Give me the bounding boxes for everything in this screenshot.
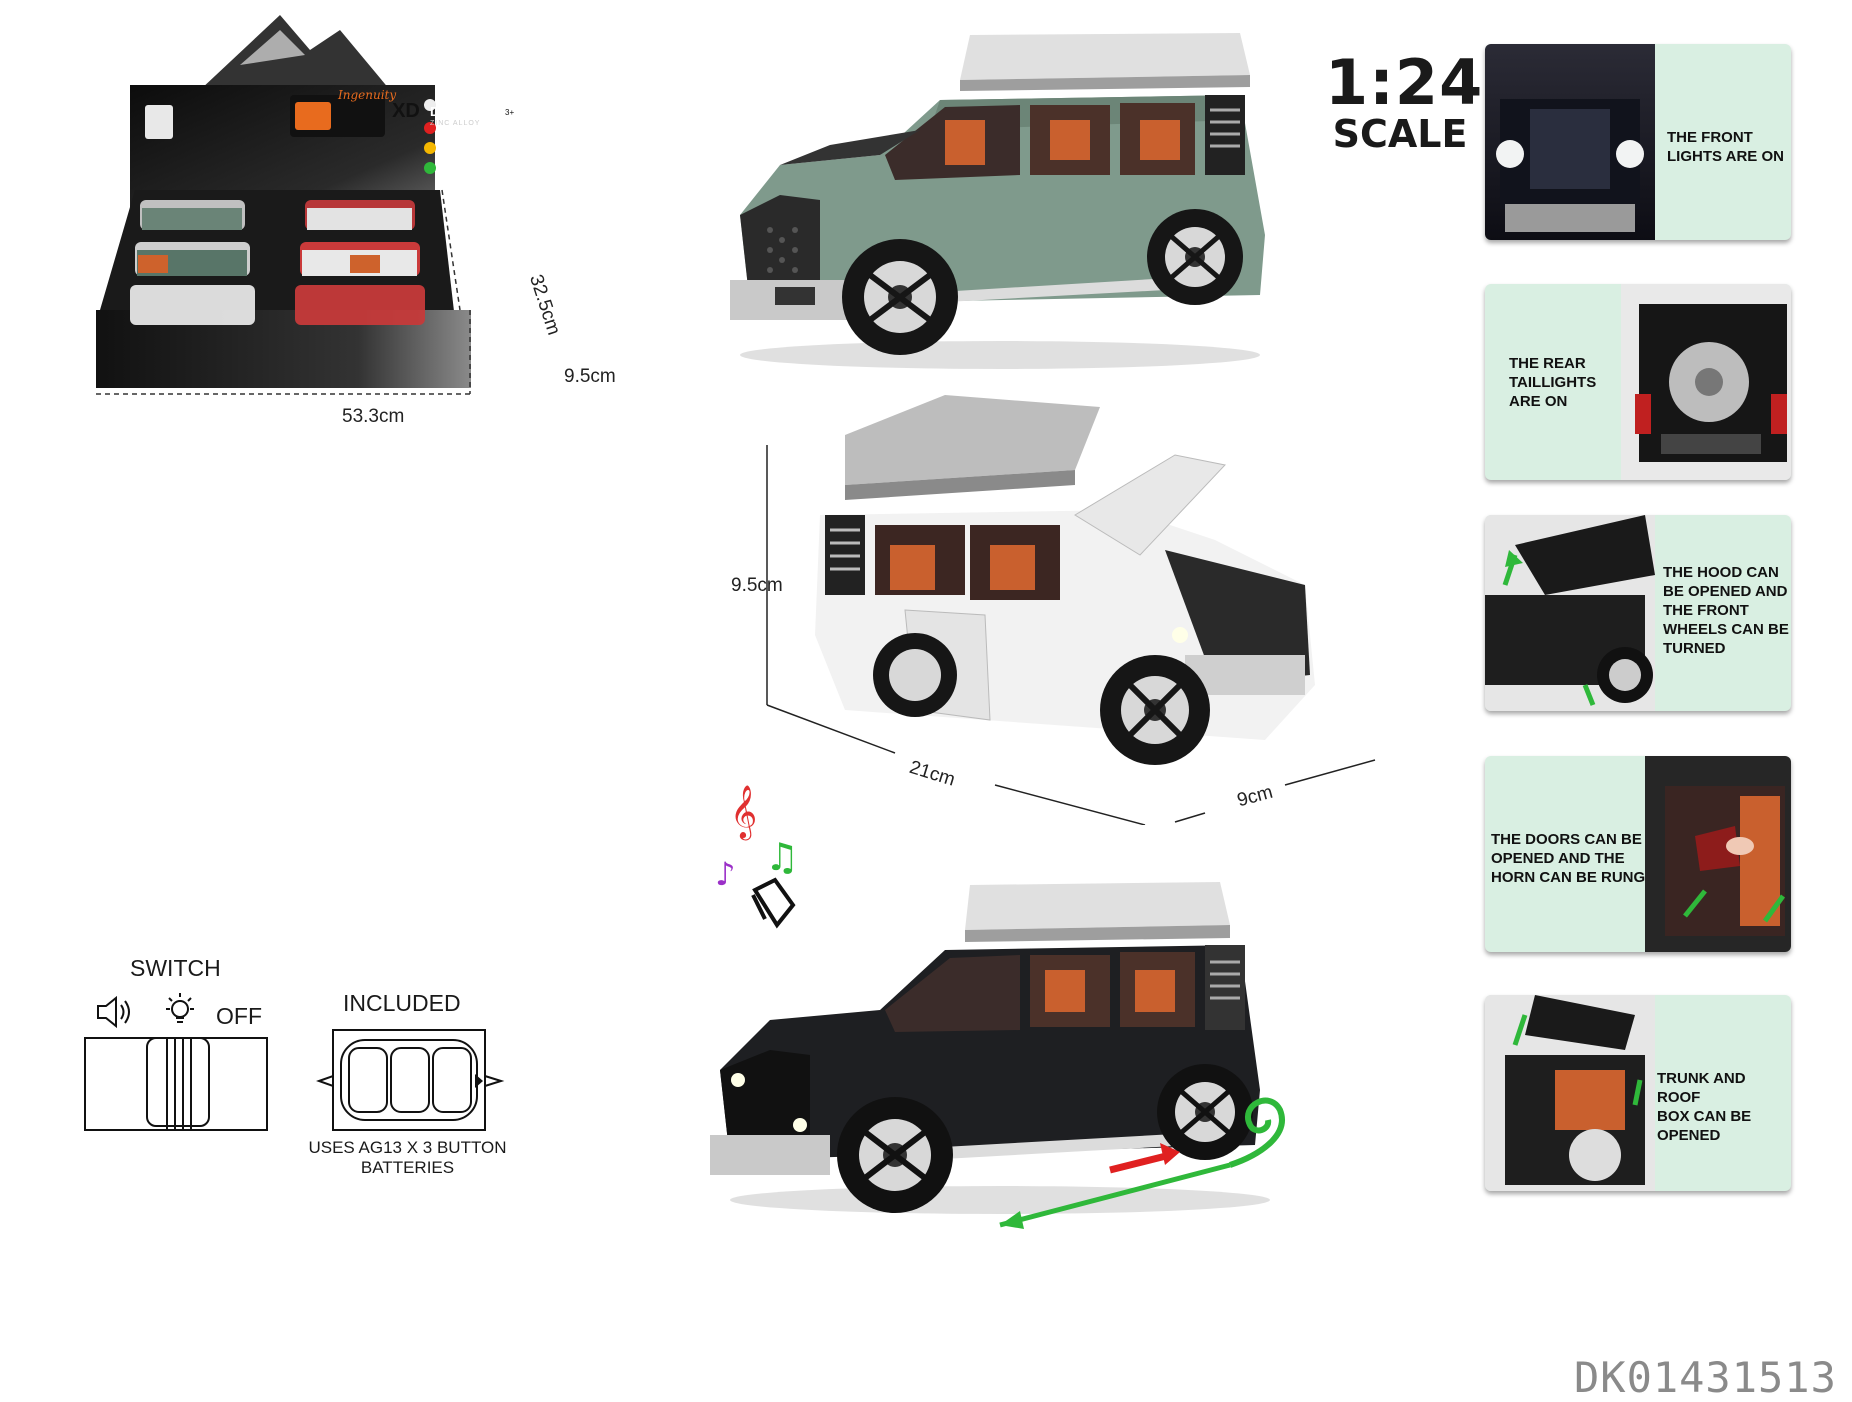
switch-title: SWITCH bbox=[130, 955, 221, 981]
box-height-label: 9.5cm bbox=[564, 366, 616, 387]
feature-panel-doors: THE DOORS CAN BE OPENED AND THE HORN CAN… bbox=[1485, 756, 1791, 952]
battery-note-line1: USES AG13 X 3 BUTTON bbox=[308, 1138, 507, 1157]
car-height-label: 9.5cm bbox=[731, 575, 783, 596]
feature-text-trunk: TRUNK AND ROOF BOX CAN BE OPENED bbox=[1657, 1070, 1752, 1144]
feature-photo-trunk bbox=[1485, 995, 1655, 1191]
battery-holder bbox=[315, 1026, 505, 1136]
battery-note: USES AG13 X 3 BUTTON BATTERIES bbox=[295, 1138, 520, 1178]
display-box: Ingenuity XD DIE-CAST ZINC ALLOY 3+ 32.5… bbox=[90, 10, 616, 427]
bulb-icon bbox=[162, 991, 198, 1029]
car-white: 9.5cm 21cm 9cm bbox=[731, 385, 1395, 826]
feature-text-doors: THE DOORS CAN BE OPENED AND THE HORN CAN… bbox=[1491, 831, 1646, 886]
feature-panel-front-lights: THE FRONT LIGHTS ARE ON bbox=[1485, 44, 1791, 240]
feature-text-rear-lights: THE REAR TAILLIGHTS ARE ON bbox=[1509, 355, 1597, 410]
scale-word: SCALE bbox=[1332, 112, 1468, 156]
black-suv-illustration bbox=[710, 882, 1270, 1214]
car-black bbox=[700, 870, 1300, 1220]
age-badge: 3+ bbox=[505, 108, 515, 117]
feature-text-hood: THE HOOD CAN BE OPENED AND THE FRONT WHE… bbox=[1663, 564, 1789, 657]
scale-ratio: 1:24 bbox=[1325, 46, 1484, 119]
feature-photo-front bbox=[1485, 44, 1655, 240]
feature-text-front-lights: THE FRONT LIGHTS ARE ON bbox=[1667, 129, 1784, 165]
box-width-label: 53.3cm bbox=[342, 406, 405, 427]
svg-text:♫: ♫ bbox=[765, 835, 799, 879]
feature-panel-rear-lights: THE REAR TAILLIGHTS ARE ON bbox=[1485, 284, 1791, 480]
svg-text:𝄞: 𝄞 bbox=[730, 785, 757, 840]
brand-zinc-alloy: ZINC ALLOY bbox=[430, 120, 481, 127]
pullback-arrows bbox=[990, 1095, 1300, 1245]
feature-photo-doors bbox=[1645, 756, 1791, 952]
car-green bbox=[720, 25, 1280, 370]
feature-photo-hood bbox=[1485, 515, 1655, 711]
switch-diagram: SWITCH OFF bbox=[84, 955, 284, 1131]
feature-panel-trunk: TRUNK AND ROOF BOX CAN BE OPENED bbox=[1485, 995, 1791, 1191]
speaker-icon bbox=[96, 995, 136, 1029]
battery-note-line2: BATTERIES bbox=[360, 1158, 455, 1177]
feature-panel-hood: THE HOOD CAN BE OPENED AND THE FRONT WHE… bbox=[1485, 515, 1791, 711]
battery-diagram: INCLUDED USES AG13 X 3 BUTTON BATTERIES bbox=[295, 990, 520, 1190]
battery-title: INCLUDED bbox=[343, 990, 461, 1016]
product-code: DK01431513 bbox=[1574, 1353, 1837, 1402]
switch-off-label: OFF bbox=[216, 1003, 262, 1029]
display-box-illustration bbox=[96, 15, 471, 395]
horn-sound-icons: 𝄞 ♫ ♪ bbox=[715, 784, 825, 935]
feature-photo-rear bbox=[1621, 284, 1791, 480]
green-suv-illustration bbox=[730, 33, 1265, 369]
white-suv-illustration bbox=[766, 395, 1376, 826]
brand-die-cast: DIE-CAST bbox=[430, 104, 492, 119]
brand-script: Ingenuity bbox=[338, 88, 397, 102]
svg-text:♪: ♪ bbox=[715, 855, 735, 893]
brand-mark: XD bbox=[392, 100, 420, 122]
scale-badge: 1:24 SCALE bbox=[1325, 46, 1484, 156]
switch-slider[interactable] bbox=[84, 1037, 268, 1131]
